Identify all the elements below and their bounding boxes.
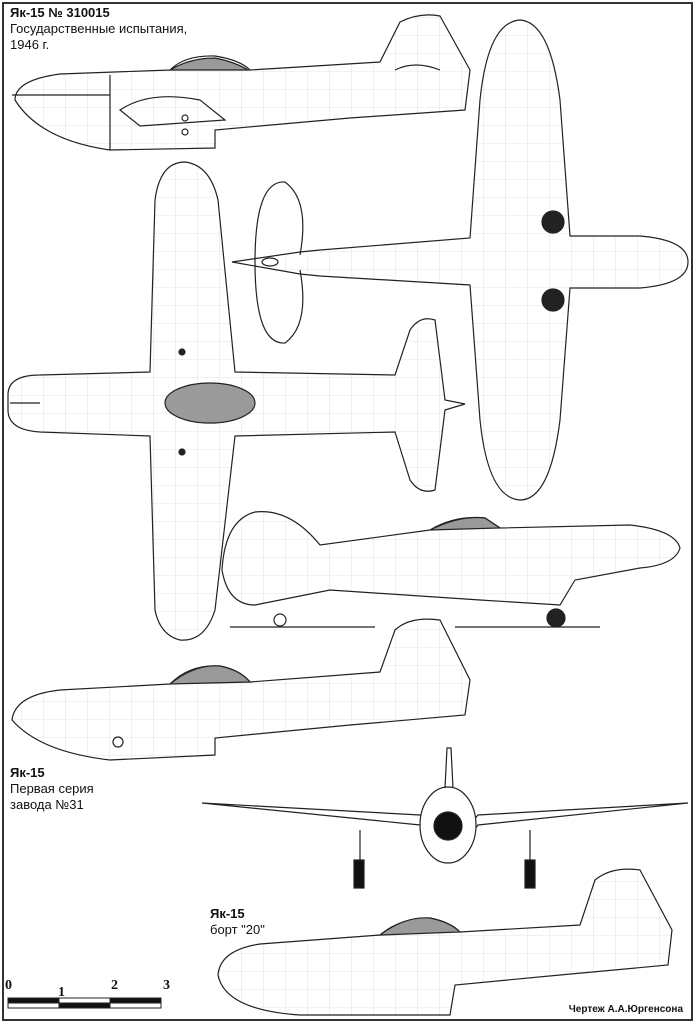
aircraft-year: 1946 г. [10, 37, 50, 52]
aircraft-subtitle: Государственные испытания, [10, 21, 188, 36]
title-block-1: Як-15 № 310015 Государственные испытания… [10, 5, 187, 53]
top-view [7, 161, 466, 641]
aircraft-subtitle: борт "20" [210, 922, 265, 937]
side-view-2 [221, 511, 681, 628]
scale-tick-label: 3 [163, 978, 170, 993]
scale-tick-label: 1 [58, 985, 65, 1000]
front-view [201, 747, 689, 889]
scale-bar [7, 997, 162, 1009]
scale-tick-label: 2 [111, 978, 118, 993]
aircraft-title: Як-15 [10, 765, 45, 780]
aircraft-subtitle-2: завода №31 [10, 797, 84, 812]
side-view-4 [217, 868, 673, 1016]
aircraft-title: Як-15 [210, 906, 245, 921]
aircraft-subtitle: Первая серия [10, 781, 94, 796]
title-block-2: Як-15 Первая серия завода №31 [10, 765, 94, 813]
scale-tick-label: 0 [5, 978, 12, 993]
side-view-1 [12, 14, 471, 151]
author-credit: Чертеж А.А.Юргенсона [568, 1004, 683, 1015]
side-view-3 [11, 618, 471, 761]
aircraft-title: Як-15 № 310015 [10, 5, 110, 20]
bottom-view [231, 19, 689, 501]
title-block-3: Як-15 борт "20" [210, 906, 265, 938]
